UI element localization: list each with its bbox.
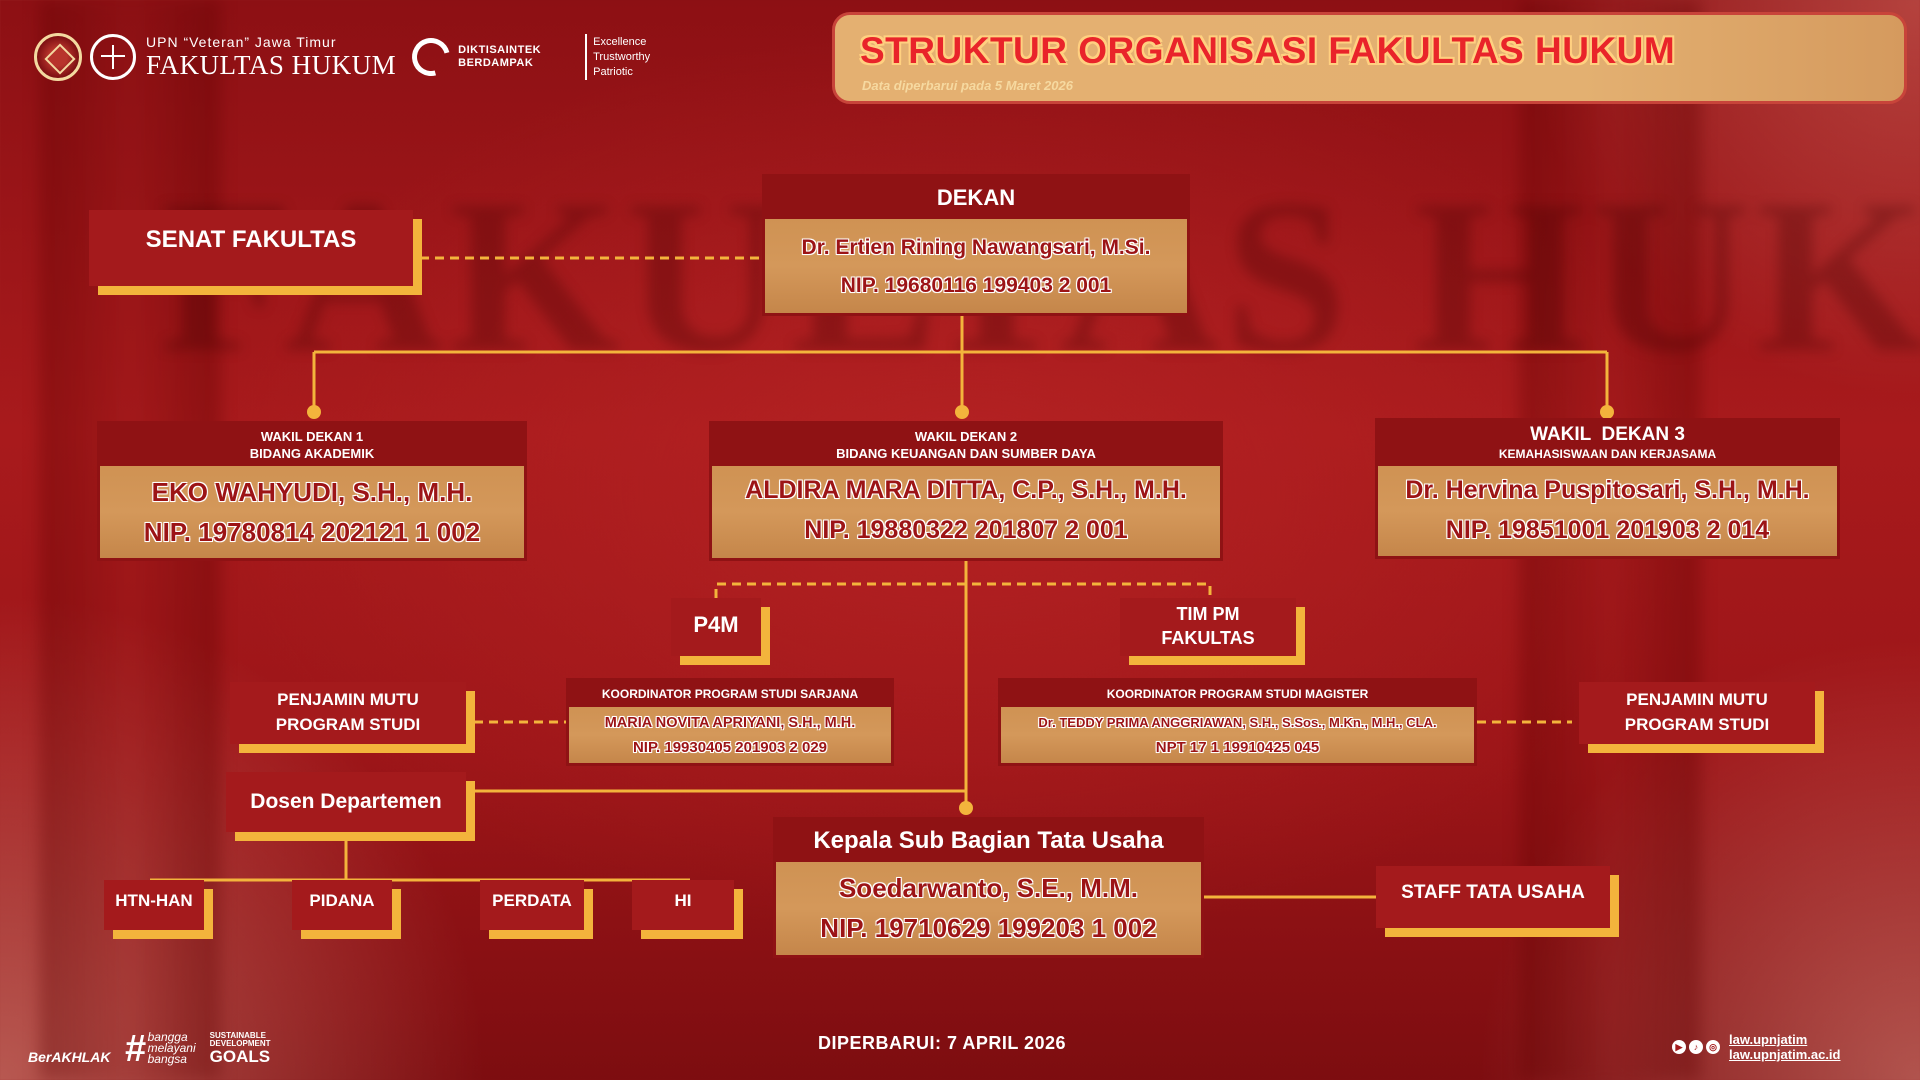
page-title: STRUKTUR ORGANISASI FAKULTAS HUKUM [860,30,1676,71]
institution-logos: UPN “Veteran” Jawa Timur FAKULTAS HUKUM … [34,31,651,83]
tim-pm-fakultas-box: TIM PM FAKULTAS [1120,598,1296,656]
diktisaintek-icon [405,31,458,83]
senat-fakultas-box: SENAT FAKULTAS [89,210,413,286]
wd1-nip: NIP. 19780814 202121 1 002 [143,517,481,547]
wd3-field: KEMAHASISWAAN DAN KERJASAMA [1498,447,1717,461]
bangga-melayani-logo: # bangga melayani bangsa [124,1027,196,1070]
wd3-name: Dr. Hervina Puspitosari, S.H., M.H. [1405,476,1810,504]
wd3-nip: NIP. 19851001 201903 2 014 [1445,516,1770,544]
social-links: ▶ ♪ ◎ law.upnjatim law.upnjatim.ac.id [1672,1032,1840,1062]
kasubag-box: Kepala Sub Bagian Tata Usaha Soedarwanto… [773,817,1204,958]
dept-hi: HI [632,880,734,930]
instagram-icon[interactable]: ◎ [1706,1040,1720,1054]
logo-divider [585,34,588,80]
dept-perdata: PERDATA [480,880,584,930]
kasubag-nip: NIP. 19710629 199203 1 002 [820,913,1157,943]
website-link[interactable]: law.upnjatim.ac.id [1729,1047,1841,1062]
youtube-icon[interactable]: ▶ [1672,1040,1686,1054]
kps-sarjana-name: MARIA NOVITA APRIYANI, S.H., M.H. [604,715,856,731]
dekan-box: DEKAN Dr. Ertien Rining Nawangsari, M.Si… [762,174,1190,316]
kps-sarjana-role: KOORDINATOR PROGRAM STUDI SARJANA [569,681,891,707]
penjamin-mutu-left-box: PENJAMIN MUTU PROGRAM STUDI [230,682,466,744]
wd2-nip: NIP. 19880322 201807 2 001 [804,516,1128,544]
dosen-departemen-box: Dosen Departemen [226,772,466,832]
upn-wordmark: UPN “Veteran” Jawa Timur FAKULTAS HUKUM [146,34,397,80]
social-handle-link[interactable]: law.upnjatim [1729,1032,1808,1047]
berakhlak-logo: BerAKHLAK [28,1049,111,1065]
staff-tata-usaha-box: STAFF TATA USAHA [1376,866,1610,928]
kasubag-role: Kepala Sub Bagian Tata Usaha [776,820,1201,862]
title-banner [832,12,1907,104]
tiktok-icon[interactable]: ♪ [1689,1040,1703,1054]
wd1-field: BIDANG AKADEMIK [249,446,375,461]
wakil-dekan-2-box: WAKIL DEKAN 2 BIDANG KEUANGAN DAN SUMBER… [709,421,1223,561]
wd2-name: ALDIRA MARA DITTA, C.P., S.H., M.H. [745,476,1187,504]
wd3-role: WAKIL DEKAN 3 [1530,424,1685,445]
page-subtitle: Data diperbarui pada 5 Maret 2026 [862,78,1073,93]
motto-text: Excellence Trustworthy Patriotic [593,35,651,78]
dept-htn-han: HTN-HAN [104,880,204,930]
wd1-role: WAKIL DEKAN 1 [260,429,364,444]
kps-sarjana-nip: NIP. 19930405 201903 2 029 [632,739,828,756]
dekan-name: Dr. Ertien Rining Nawangsari, M.Si. [801,236,1151,259]
kps-magister-role: KOORDINATOR PROGRAM STUDI MAGISTER [1001,681,1474,707]
koordinator-magister-box: KOORDINATOR PROGRAM STUDI MAGISTER Dr. T… [998,678,1477,766]
dept-pidana: PIDANA [292,880,392,930]
p4m-box: P4M [671,598,761,656]
dekan-role: DEKAN [765,177,1187,219]
wd2-field: BIDANG KEUANGAN DAN SUMBER DAYA [836,446,1096,461]
wd1-name: EKO WAHYUDI, S.H., M.H. [151,477,473,507]
hashtag-icon: # [124,1027,146,1070]
diktisaintek-wordmark: DIKTISAINTEK BERDAMPAK [458,44,542,69]
kps-magister-nip: NPT 17 1 19910425 045 [1155,739,1320,756]
kasubag-name: Soedarwanto, S.E., M.M. [838,873,1139,903]
justice-scale-icon [90,34,136,80]
penjamin-mutu-right-box: PENJAMIN MUTU PROGRAM STUDI [1579,682,1815,744]
wakil-dekan-3-box: WAKIL DEKAN 3 KEMAHASISWAAN DAN KERJASAM… [1375,418,1840,559]
koordinator-sarjana-box: KOORDINATOR PROGRAM STUDI SARJANA MARIA … [566,678,894,766]
wd2-role: WAKIL DEKAN 2 [914,429,1018,444]
kps-magister-name: Dr. TEDDY PRIMA ANGGRIAWAN, S.H., S.Sos.… [1038,715,1437,730]
last-updated-text: DIPERBARUI: 7 APRIL 2026 [818,1033,1067,1053]
wakil-dekan-1-box: WAKIL DEKAN 1 BIDANG AKADEMIK EKO WAHYUD… [97,421,527,561]
sdg-logo: SUSTAINABLE DEVELOPMENT GOALS [209,1031,271,1066]
upn-seal-icon [34,33,82,81]
dekan-nip: NIP. 19680116 199403 2 001 [840,274,1112,297]
footer-logos: BerAKHLAK # bangga melayani bangsa SUSTA… [28,1027,271,1070]
